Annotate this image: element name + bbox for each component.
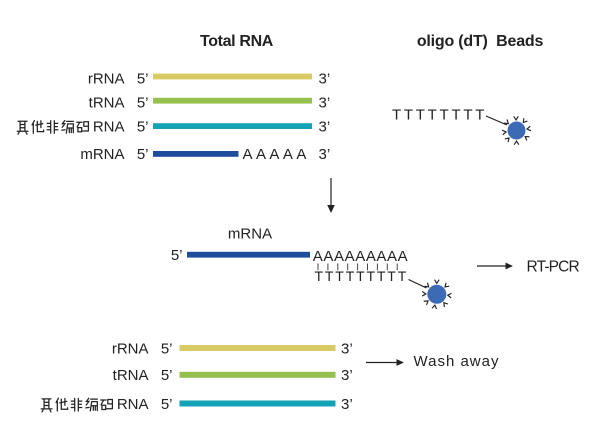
svg-text:TTTTTTTTT: TTTTTTTTT bbox=[315, 268, 409, 284]
svg-text:5’: 5’ bbox=[161, 367, 173, 384]
svg-text:A A A A A: A A A A A bbox=[243, 146, 307, 163]
svg-text:RNA: RNA bbox=[93, 119, 125, 136]
svg-text:RT-PCR: RT-PCR bbox=[527, 259, 580, 276]
svg-text:5’: 5’ bbox=[171, 247, 183, 264]
svg-text:3’: 3’ bbox=[319, 119, 331, 136]
svg-text:oligo (dT) Beads: oligo (dT) Beads bbox=[417, 33, 544, 50]
svg-text:5’: 5’ bbox=[161, 396, 173, 413]
svg-text:Total RNA: Total RNA bbox=[200, 33, 274, 50]
svg-text:rRNA: rRNA bbox=[112, 340, 149, 357]
svg-text:5’: 5’ bbox=[137, 146, 149, 163]
svg-text:AAAAAAAAA: AAAAAAAAA bbox=[313, 248, 408, 265]
svg-text:5’: 5’ bbox=[161, 340, 173, 357]
svg-text:3’: 3’ bbox=[319, 94, 331, 111]
svg-text:tRNA: tRNA bbox=[113, 367, 149, 384]
svg-text:3’: 3’ bbox=[341, 367, 353, 384]
svg-text:tRNA: tRNA bbox=[89, 94, 125, 111]
svg-text:RNA: RNA bbox=[117, 396, 149, 413]
svg-text:5’: 5’ bbox=[137, 94, 149, 111]
svg-text:5’: 5’ bbox=[137, 70, 149, 87]
svg-text:mRNA: mRNA bbox=[80, 146, 124, 163]
svg-text:3’: 3’ bbox=[341, 340, 353, 357]
svg-text:rRNA: rRNA bbox=[88, 70, 125, 87]
svg-text:3’: 3’ bbox=[319, 146, 331, 163]
svg-text:T T T T T T T T: T T T T T T T T bbox=[392, 106, 484, 123]
svg-text:3’: 3’ bbox=[319, 70, 331, 87]
svg-text:mRNA: mRNA bbox=[228, 225, 272, 242]
svg-text:3’: 3’ bbox=[341, 396, 353, 413]
svg-text:5’: 5’ bbox=[137, 119, 149, 136]
svg-text:Wash away: Wash away bbox=[414, 353, 500, 370]
